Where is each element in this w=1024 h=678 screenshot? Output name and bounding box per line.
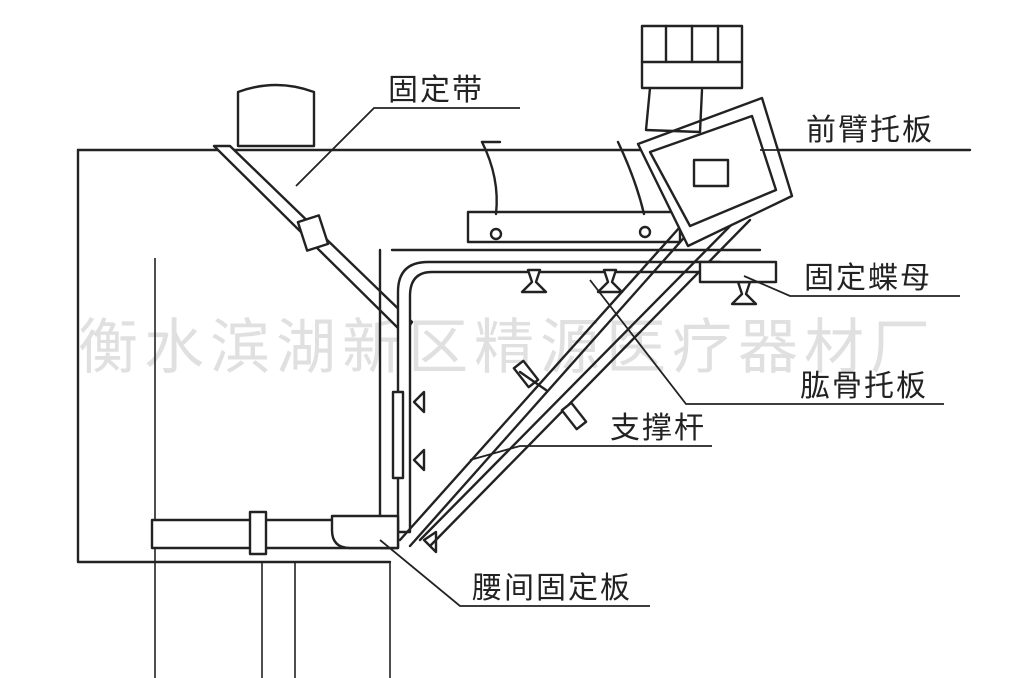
hand-shape xyxy=(640,24,744,134)
label-humerus-plate: 肱骨托板 xyxy=(800,369,928,404)
humerus-plate xyxy=(466,140,682,244)
label-waist-fixing-plate: 腰间固定板 xyxy=(472,571,632,606)
forearm-plate xyxy=(636,96,794,248)
neck-shape xyxy=(236,83,316,148)
watermark-text: 衡水滨湖新区精源医疗器材厂 xyxy=(78,313,936,383)
label-fixing-wing-nut: 固定蝶母 xyxy=(804,261,932,296)
label-fixing-strap: 固定带 xyxy=(388,73,484,108)
waist-fixing-plate xyxy=(150,510,400,556)
support-rods xyxy=(398,178,752,548)
label-support-rod: 支撑杆 xyxy=(610,411,706,446)
fixing-strap xyxy=(212,144,414,336)
forearm-base xyxy=(698,260,778,284)
label-forearm-plate: 前臂托板 xyxy=(806,113,934,148)
fixing-wing-nuts xyxy=(412,268,758,554)
leader-lines xyxy=(295,107,970,607)
side-frame xyxy=(378,248,762,550)
